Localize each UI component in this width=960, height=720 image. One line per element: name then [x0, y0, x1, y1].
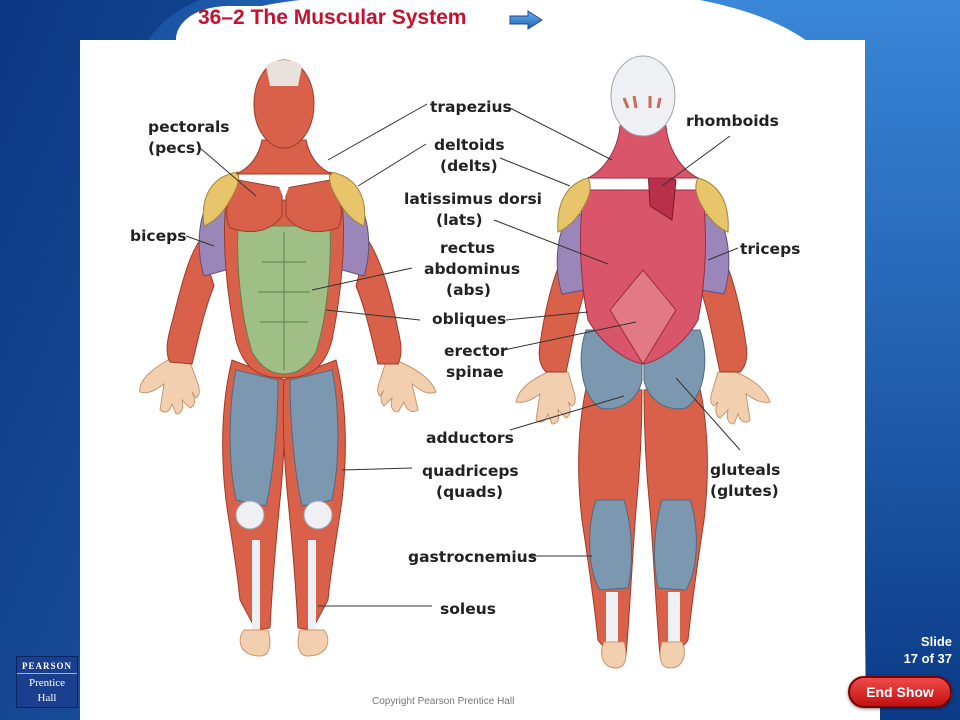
copyright-text: Copyright Pearson Prentice Hall [372, 696, 515, 707]
muscle-labels: pectorals (pecs) biceps trapezius deltoi… [130, 98, 800, 618]
back-left-calf [589, 499, 632, 591]
label-pectorals-2: (pecs) [148, 139, 202, 157]
slide-position: 17 of 37 [903, 651, 952, 666]
back-right-deltoid [695, 177, 729, 233]
slide-title: 36–2 The Muscular System [198, 6, 467, 29]
front-right-hand [377, 361, 437, 413]
label-soleus: soleus [440, 600, 496, 618]
label-trapezius: trapezius [430, 98, 512, 116]
back-left-hand [515, 371, 576, 425]
front-right-knee [303, 500, 333, 530]
front-collar [276, 178, 292, 200]
back-figure [515, 55, 771, 669]
front-right-quads [289, 369, 339, 507]
logo-line-3: Hall [37, 692, 57, 704]
abs-segments [258, 232, 310, 370]
logo-line-2: Prentice [28, 677, 66, 689]
slide-label: Slide [920, 634, 952, 649]
label-quads-2: (quads) [436, 483, 503, 501]
label-pectorals-1: pectorals [148, 118, 230, 136]
label-triceps: triceps [740, 240, 800, 258]
back-right-hand [710, 371, 771, 425]
front-figure [139, 59, 437, 657]
back-right-achilles [668, 592, 680, 642]
erector-spinae [609, 269, 677, 365]
back-left-foot [601, 641, 627, 669]
front-right-forearm [355, 238, 402, 365]
label-erector-2: spinae [446, 363, 504, 381]
label-rectus-1: rectus [440, 239, 495, 257]
back-skull-muscles [622, 95, 662, 109]
next-arrow-icon[interactable] [508, 9, 544, 31]
label-rectus-3: (abs) [446, 281, 491, 299]
slide-counter: Slide 17 of 37 [872, 633, 952, 667]
logo-line-1: PEARSON [17, 661, 77, 674]
label-biceps: biceps [130, 227, 186, 245]
label-lats-2: (lats) [436, 211, 483, 229]
front-left-foot [239, 629, 271, 657]
end-show-button[interactable]: End Show [848, 676, 952, 708]
front-left-quads [229, 369, 279, 507]
front-left-deltoid [202, 171, 239, 227]
back-right-calf [654, 499, 697, 591]
back-left-deltoid [557, 177, 591, 233]
label-erector-1: erector [444, 342, 508, 360]
label-obliques: obliques [432, 310, 506, 328]
back-right-foot [659, 641, 685, 669]
back-neck [587, 125, 699, 179]
frame-right-band [700, 0, 960, 720]
pearson-logo: PEARSON Prentice Hall [16, 656, 78, 708]
label-deltoids-1: deltoids [434, 136, 505, 154]
front-right-shin [308, 540, 316, 630]
label-gluteals-2: (glutes) [710, 482, 779, 500]
back-head [610, 55, 676, 137]
front-left-knee [235, 500, 265, 530]
front-forehead [266, 60, 302, 86]
label-gastrocnemius: gastrocnemius [408, 548, 537, 566]
label-deltoids-2: (delts) [440, 157, 498, 175]
label-gluteals-1: gluteals [710, 461, 780, 479]
label-quads-1: quadriceps [422, 462, 519, 480]
leader-lines [185, 103, 741, 607]
bottom-strip [80, 695, 880, 720]
label-rhomboids: rhomboids [686, 112, 779, 130]
label-rectus-2: abdominus [424, 260, 520, 278]
front-left-hand [139, 359, 200, 415]
label-lats-1: latissimus dorsi [404, 190, 542, 208]
back-left-achilles [606, 592, 618, 642]
label-adductors: adductors [426, 429, 514, 447]
front-right-foot [297, 629, 329, 657]
front-right-deltoid [329, 171, 366, 227]
front-neck [235, 139, 333, 175]
front-left-shin [252, 540, 260, 630]
